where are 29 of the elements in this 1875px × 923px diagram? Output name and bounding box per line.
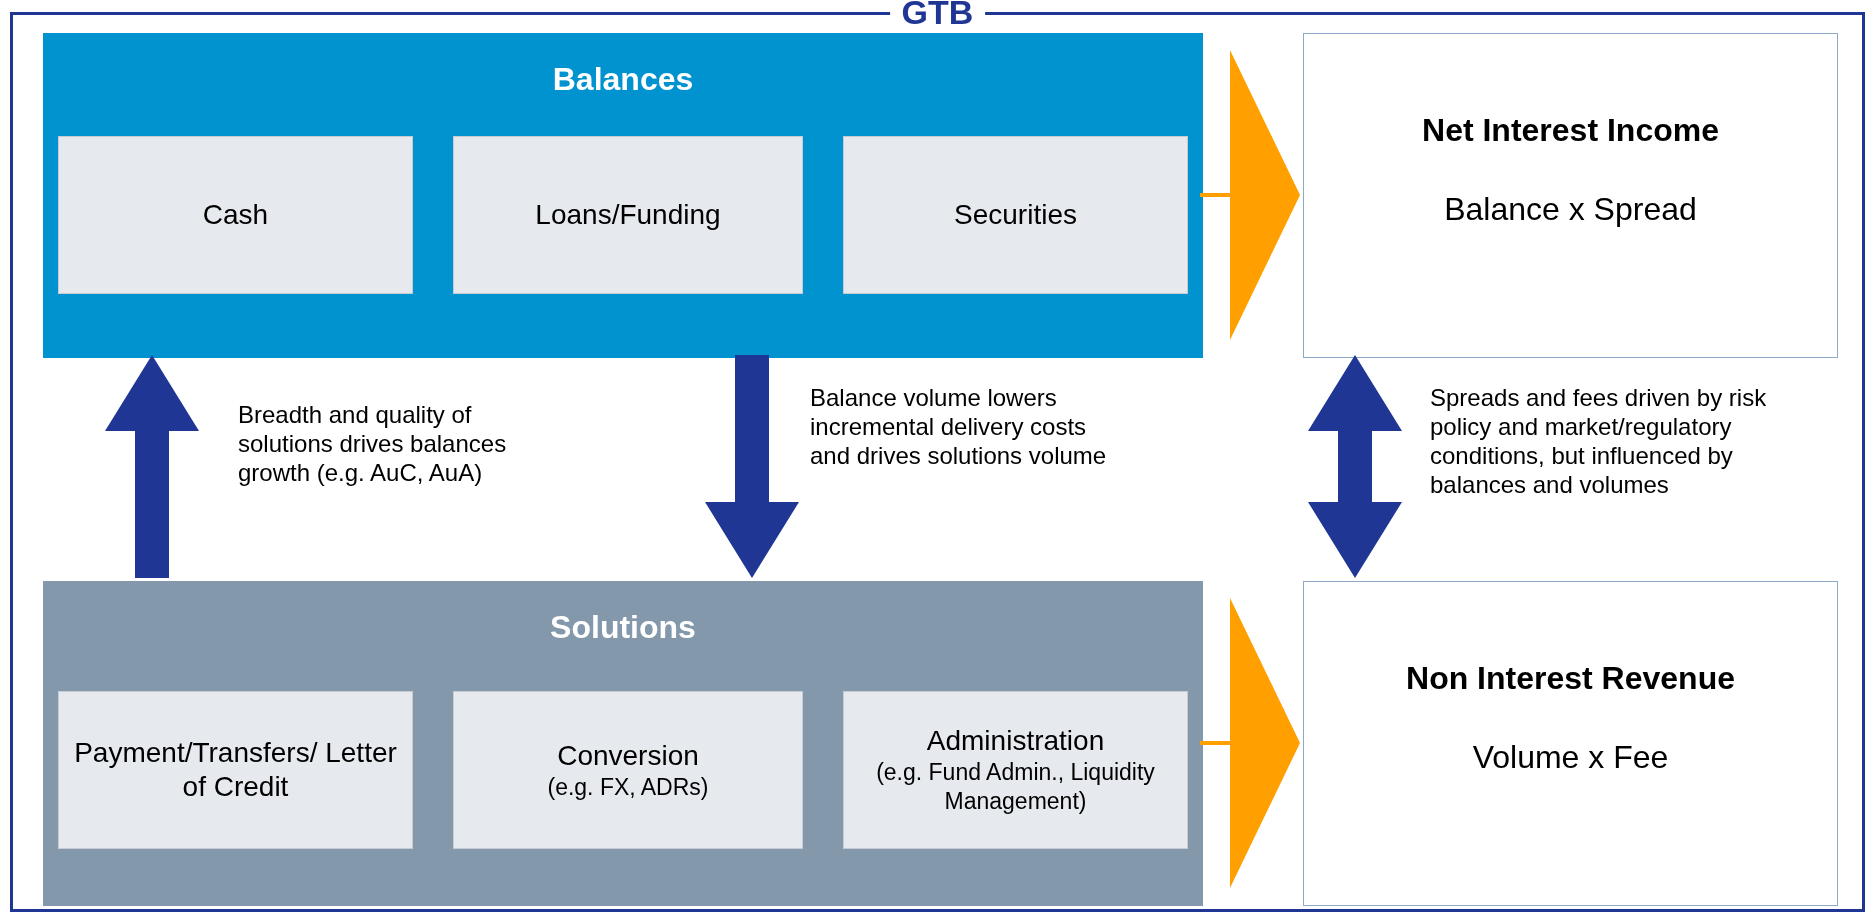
category-band bbox=[43, 33, 1203, 358]
item-label: Cash bbox=[201, 198, 270, 232]
result-box bbox=[1303, 33, 1838, 358]
formula-text: Balance x Spread bbox=[1444, 191, 1697, 228]
item-label: Administration bbox=[925, 724, 1106, 758]
item-box bbox=[453, 691, 803, 849]
category-band bbox=[43, 581, 1203, 906]
result-heading: Non Interest Revenue bbox=[1406, 660, 1735, 697]
item-note: (e.g. FX, ADRs) bbox=[546, 772, 710, 802]
formula-text: Volume x Fee bbox=[1472, 739, 1669, 776]
chevron-arrow bbox=[1200, 598, 1300, 888]
item-box bbox=[843, 691, 1188, 849]
arrow bbox=[705, 355, 799, 578]
item-note: (e.g. Fund Admin., Liquidity Management) bbox=[875, 758, 1156, 816]
band-heading: Solutions bbox=[550, 609, 696, 646]
item-label: Conversion bbox=[556, 738, 700, 773]
item-box bbox=[58, 136, 413, 294]
result-heading: Net Interest Income bbox=[1422, 112, 1719, 149]
double-arrow bbox=[1308, 355, 1402, 578]
item-label: Securities bbox=[953, 198, 1078, 232]
item-box bbox=[58, 691, 413, 849]
result-box bbox=[1303, 581, 1838, 906]
arrow bbox=[105, 355, 199, 578]
item-label: Payment/Transfers/ Letter of Credit bbox=[73, 736, 398, 804]
band-heading: Balances bbox=[552, 61, 694, 98]
item-box bbox=[843, 136, 1188, 294]
item-box bbox=[453, 136, 803, 294]
chevron-arrow bbox=[1200, 50, 1300, 340]
item-label: Loans/Funding bbox=[534, 198, 722, 232]
